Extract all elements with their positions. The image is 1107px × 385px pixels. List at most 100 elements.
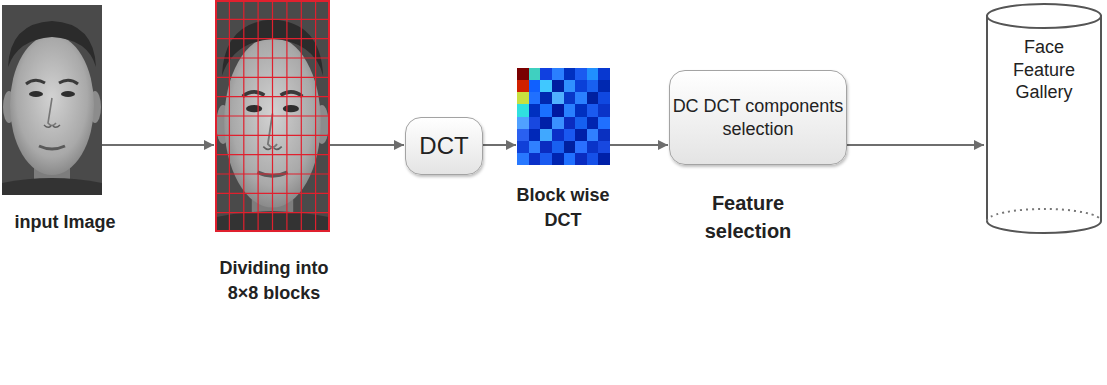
dct-cell xyxy=(540,129,552,141)
grid-line xyxy=(215,115,330,116)
dct-cell xyxy=(587,80,599,92)
dct-cell xyxy=(517,80,529,92)
dct-cell xyxy=(564,80,576,92)
dct-cell xyxy=(529,141,541,153)
dct-cell xyxy=(598,153,610,165)
cylinder-top xyxy=(987,4,1101,28)
dct-cell xyxy=(587,153,599,165)
caption-group: Dividing into 8×8 blocks xyxy=(214,256,334,306)
dct-cell xyxy=(517,104,529,116)
dct-cell xyxy=(564,141,576,153)
caption-text: Block wise DCT xyxy=(503,183,623,233)
grid-line xyxy=(215,154,330,155)
box-text: DC DCT components selection xyxy=(670,95,846,140)
flow-arrow xyxy=(483,144,516,146)
flow-arrow xyxy=(847,144,984,146)
process-box: DC DCT components selectionFeature selec… xyxy=(669,70,847,165)
dct-cell xyxy=(552,141,564,153)
dct-cell xyxy=(598,129,610,141)
grid-line xyxy=(215,193,330,194)
dct-heatmap xyxy=(517,68,610,165)
dct-cell xyxy=(552,80,564,92)
dct-cell xyxy=(517,129,529,141)
dct-cell xyxy=(552,117,564,129)
dct-cell xyxy=(540,117,552,129)
face-photo xyxy=(2,5,102,195)
dct-cell xyxy=(575,104,587,116)
dct-cell xyxy=(575,92,587,104)
dct-cell xyxy=(564,129,576,141)
dct-cell xyxy=(552,153,564,165)
process-box: DCT xyxy=(405,117,483,175)
block-grid xyxy=(215,0,330,232)
flow-arrow xyxy=(330,144,404,146)
box-text: DCT xyxy=(419,131,468,161)
caption-text: Dividing into 8×8 blocks xyxy=(214,256,334,306)
dct-cell xyxy=(552,92,564,104)
dct-cell xyxy=(529,104,541,116)
grid-line xyxy=(215,173,330,174)
flow-arrow xyxy=(610,144,668,146)
dct-cell xyxy=(598,92,610,104)
grid-line xyxy=(215,96,330,97)
dct-cell xyxy=(598,141,610,153)
dct-cell xyxy=(564,104,576,116)
dct-cell xyxy=(575,117,587,129)
dct-cell xyxy=(575,129,587,141)
dct-cell xyxy=(517,92,529,104)
dct-cell xyxy=(529,117,541,129)
dct-cell xyxy=(587,68,599,80)
dct-cell xyxy=(517,153,529,165)
dct-cell xyxy=(587,104,599,116)
dct-cell xyxy=(564,117,576,129)
caption-text: Feature selection xyxy=(683,189,813,245)
dct-cell xyxy=(587,129,599,141)
dct-cell xyxy=(517,68,529,80)
dct-cell xyxy=(598,68,610,80)
dct-cell xyxy=(552,68,564,80)
dct-cell xyxy=(587,117,599,129)
database-cylinder: Face Feature Gallery xyxy=(985,2,1103,237)
grid-line xyxy=(215,38,330,39)
dct-cell xyxy=(540,68,552,80)
dct-heatmap-image: Block wise DCT xyxy=(517,68,610,165)
cylinder-back-dotted xyxy=(987,209,1101,221)
dct-cell xyxy=(529,153,541,165)
dct-cell xyxy=(587,92,599,104)
cylinder-body xyxy=(987,16,1101,233)
dct-cell xyxy=(575,68,587,80)
grid-line xyxy=(215,212,330,213)
dct-cell xyxy=(540,141,552,153)
caption-text: input Image xyxy=(0,210,130,235)
dct-cell xyxy=(540,104,552,116)
grid-face-image: Dividing into 8×8 blocks xyxy=(215,0,330,232)
caption-group: Feature selection xyxy=(683,189,813,245)
dct-cell xyxy=(517,141,529,153)
grid-line xyxy=(215,135,330,136)
input-face-image: input Image xyxy=(2,5,102,195)
dct-cell xyxy=(575,153,587,165)
dct-cell xyxy=(529,68,541,80)
dct-cell xyxy=(587,141,599,153)
dct-cell xyxy=(564,68,576,80)
grid-line xyxy=(215,19,330,20)
flow-arrow xyxy=(102,144,214,146)
face-photo xyxy=(215,0,330,232)
dct-cell xyxy=(540,92,552,104)
grid-line xyxy=(215,77,330,78)
dct-cell xyxy=(540,80,552,92)
dct-cell xyxy=(598,80,610,92)
dct-cell xyxy=(598,104,610,116)
caption-group: input Image xyxy=(0,210,130,235)
dct-cell xyxy=(529,92,541,104)
dct-cell xyxy=(517,117,529,129)
gallery-text: Face Feature Gallery xyxy=(996,36,1092,104)
dct-cell xyxy=(575,80,587,92)
dct-cell xyxy=(529,129,541,141)
caption-group: Block wise DCT xyxy=(503,183,623,233)
dct-cell xyxy=(598,117,610,129)
dct-cell xyxy=(564,153,576,165)
dct-cell xyxy=(575,141,587,153)
dct-cell xyxy=(529,80,541,92)
